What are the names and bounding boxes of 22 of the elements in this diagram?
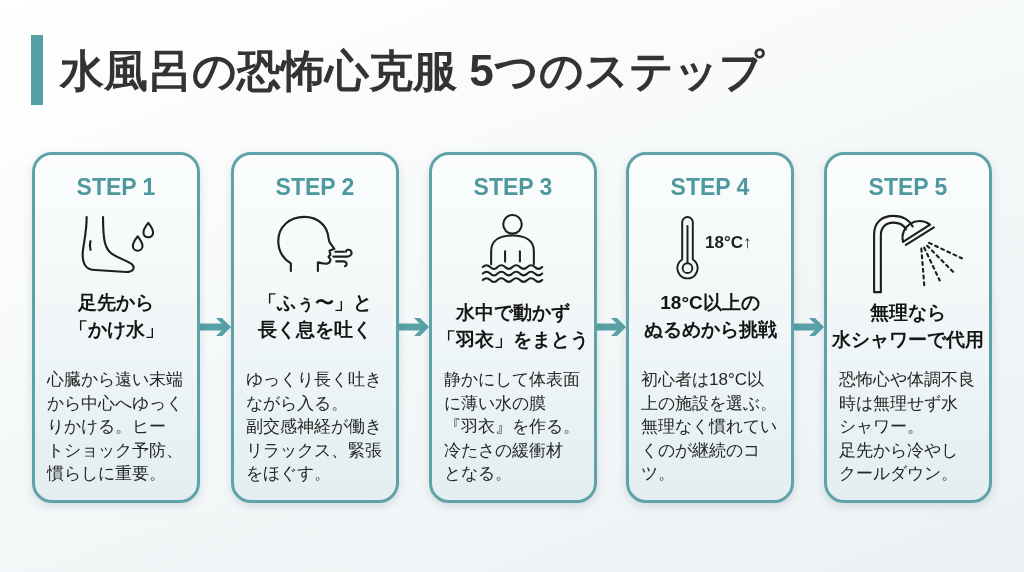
step-card bbox=[32, 152, 200, 503]
step-card bbox=[429, 152, 597, 503]
step-label: STEP 1 bbox=[76, 173, 156, 201]
step-card bbox=[824, 152, 992, 503]
step-heading: 足先から「かけ水」 bbox=[68, 291, 164, 342]
step-description: 初心者は18°C以上の施設を選ぶ。無理なく慣れていくのが継続のコツ。 bbox=[641, 369, 777, 485]
step-label: STEP 4 bbox=[670, 173, 750, 201]
step-card bbox=[231, 152, 399, 503]
step-description: 心臓から遠い末端から中心へゆっくりかける。ヒートショック予防、慣らしに重要。 bbox=[47, 369, 183, 485]
step-heading: 18°C以上のぬるめから挑戦 bbox=[643, 291, 777, 342]
title: 水風呂の恐怖心克服 5つのステップ bbox=[60, 45, 764, 97]
step-description: 静かにして体表面に薄い水の膜『羽衣』を作る。冷たさの緩衝材となる。 bbox=[444, 369, 580, 485]
step-label: STEP 2 bbox=[275, 173, 355, 201]
step-heading: 水中で動かず「羽衣」をまとう bbox=[437, 301, 589, 352]
step-description: ゆっくり長く吐きながら入る。副交感神経が働きリラックス、緊張をほぐす。 bbox=[246, 369, 382, 485]
step-label: STEP 3 bbox=[473, 173, 553, 201]
step-description: 恐怖心や体調不良時は無理せず水シャワー。足先から冷やしクールダウン。 bbox=[839, 369, 975, 485]
step-heading: 無理なら水シャワーで代用 bbox=[832, 301, 984, 352]
temperature-label: 18°C↑ bbox=[705, 232, 752, 254]
step-label: STEP 5 bbox=[868, 173, 948, 201]
step-card bbox=[626, 152, 794, 503]
step-heading: 「ふぅ〜」と長く息を吐く bbox=[258, 291, 372, 342]
